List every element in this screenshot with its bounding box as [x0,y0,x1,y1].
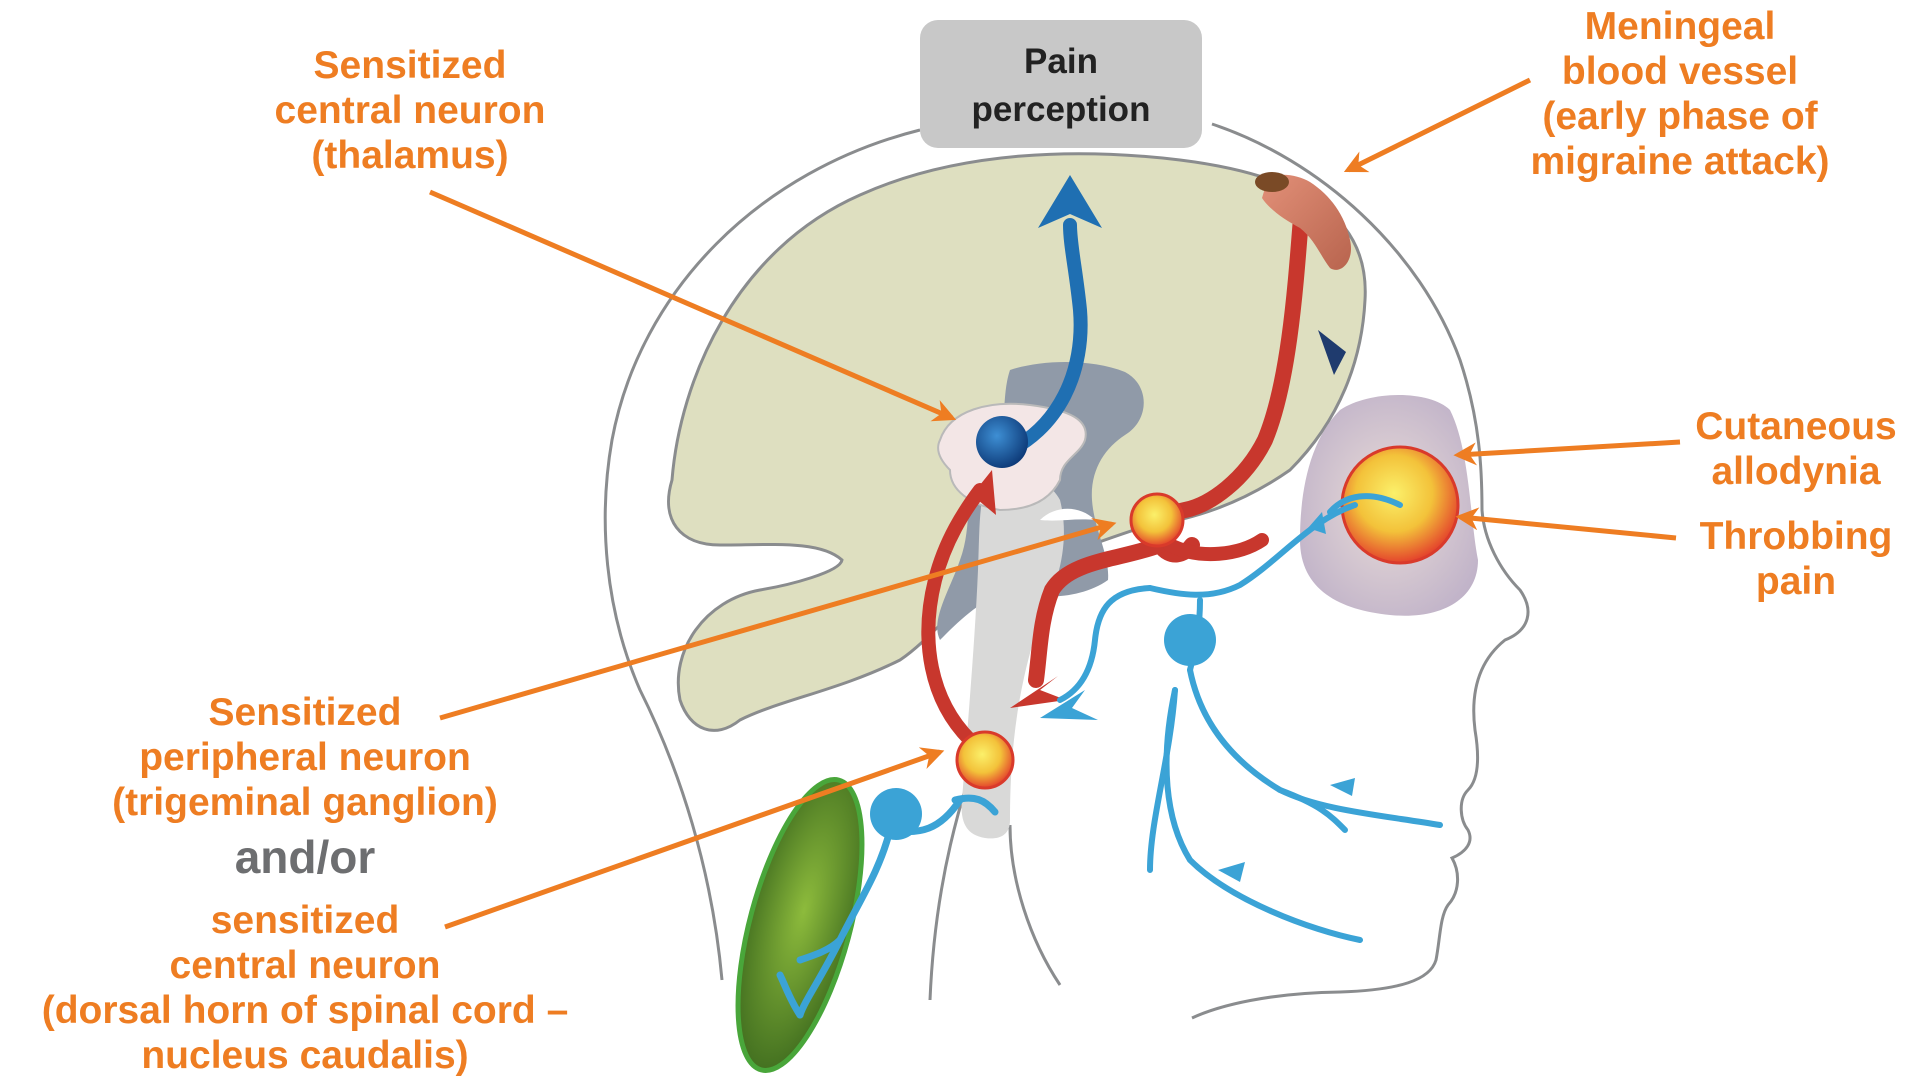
leader-throbbing [1460,517,1676,538]
throbbing-label: Throbbing pain [1680,514,1912,604]
neck-outline [1010,825,1060,985]
cervical-neuron-blue [870,788,922,840]
pain-perception-label: Pain perception [925,38,1197,134]
meningeal-label: Meningeal blood vessel (early phase of m… [1500,4,1860,184]
dorsal-horn-label: sensitized central neuron (dorsal horn o… [0,898,610,1078]
neck-muscle [713,767,887,1075]
nerve-arrowhead-2 [1218,862,1245,882]
dorsal-horn-neuron [957,732,1013,788]
peripheral-neuron-blue [1164,614,1216,666]
trigeminal-ganglion-neuron [1131,494,1183,546]
thalamus-label: Sensitized central neuron (thalamus) [260,43,560,178]
nerve-arrowhead-1 [1330,778,1355,796]
leader-allodynia [1458,442,1680,455]
vessel-opening [1255,172,1289,192]
allodynia-label: Cutaneous allodynia [1680,404,1912,494]
red-ganglion-curl [1170,540,1262,554]
thalamic-neuron [976,416,1028,468]
and-or-label: and/or [200,832,410,882]
peripheral-label: Sensitized peripheral neuron (trigeminal… [70,690,540,825]
